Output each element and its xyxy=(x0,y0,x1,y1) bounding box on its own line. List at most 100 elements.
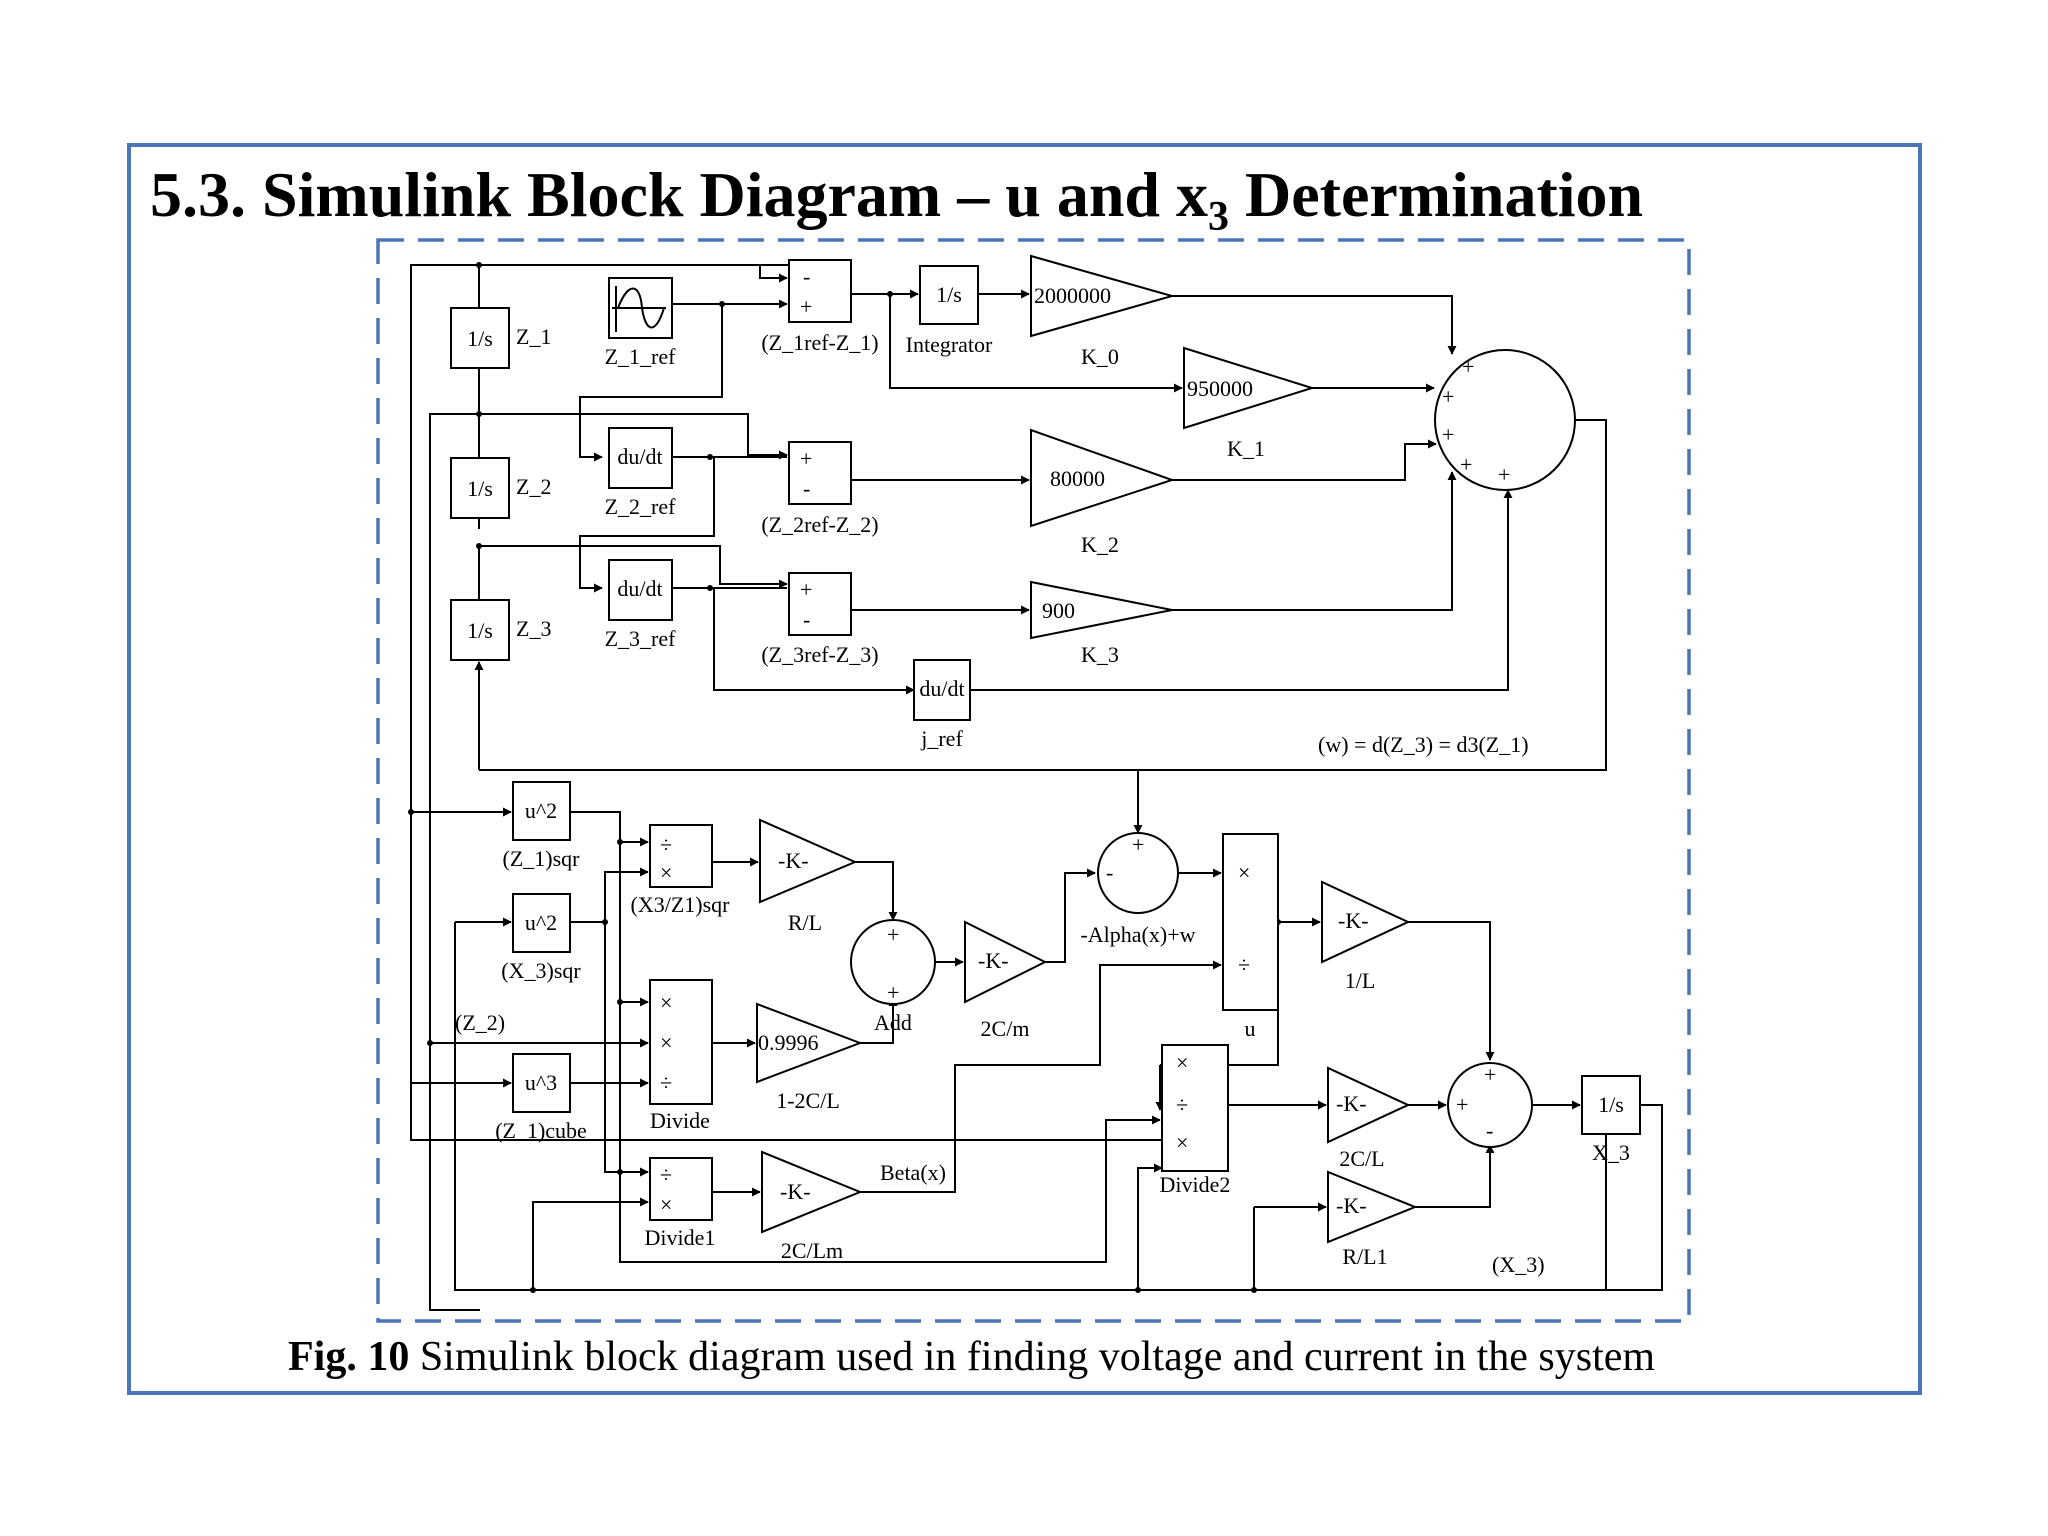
gain-k1-block[interactable] xyxy=(1183,346,1316,430)
u-divider-sym1: × xyxy=(1238,860,1250,885)
div-x3z1-block[interactable] xyxy=(649,824,713,888)
slide-frame xyxy=(127,143,1922,1395)
gain-k3-block[interactable] xyxy=(1030,580,1173,640)
slide-title-tail: Determination xyxy=(1229,159,1644,230)
figure-caption: Fig. 10 Simulink block diagram used in f… xyxy=(288,1330,1655,1384)
sub3-block[interactable] xyxy=(788,572,852,636)
gain-k0-block[interactable] xyxy=(1030,254,1176,338)
gain-2cm-text: -K- xyxy=(978,948,1009,973)
gain-rl-block[interactable] xyxy=(759,818,858,904)
sub1-label: (Z_1ref-Z_1) xyxy=(761,330,878,355)
div-x3z1-label: (X3/Z1)sqr xyxy=(631,892,731,917)
sqr-z1-label: (Z_1)sqr xyxy=(503,846,581,871)
int-x3-block[interactable] xyxy=(1581,1075,1641,1135)
figure-caption-label: Fig. 10 xyxy=(288,1334,410,1380)
sqr-z1-block[interactable] xyxy=(512,781,571,841)
deriv-z3-block[interactable] xyxy=(608,559,673,621)
int-x3-label: X_3 xyxy=(1592,1140,1630,1165)
integrator-block[interactable] xyxy=(919,265,979,325)
divide1-block[interactable] xyxy=(649,1157,713,1221)
divide2-sym1: × xyxy=(1176,1050,1188,1075)
gain-rl-label: R/L xyxy=(788,910,822,935)
slide-title-subscript: 3 xyxy=(1208,193,1229,240)
gain-0996-block[interactable] xyxy=(756,1002,863,1084)
int-z3-block[interactable] xyxy=(450,599,510,661)
deriv-j-block[interactable] xyxy=(913,659,971,721)
int-x3-text: 1/s xyxy=(1598,1092,1624,1117)
sub3-sign-bottom: - xyxy=(803,607,810,632)
divide-block[interactable] xyxy=(649,979,713,1105)
add-sign2: + xyxy=(887,980,899,1005)
alpha-sum-block[interactable] xyxy=(1097,832,1179,914)
alpha-sum-label: -Alpha(x)+w xyxy=(1080,922,1195,947)
sub2-block[interactable] xyxy=(788,441,852,505)
deriv-z2-block[interactable] xyxy=(608,427,673,489)
main-sum-sign-5: + xyxy=(1498,462,1510,487)
sub1-sign-top: - xyxy=(803,264,810,289)
int-z1-block[interactable] xyxy=(450,307,510,369)
gain-2cl-label: 2C/L xyxy=(1339,1146,1384,1171)
beta-label: Beta(x) xyxy=(880,1160,946,1185)
gain-2cl-block[interactable] xyxy=(1327,1066,1411,1144)
x3-sum-sign-left: + xyxy=(1456,1092,1468,1117)
add-label: Add xyxy=(874,1010,912,1035)
u-divider-sym2: ÷ xyxy=(1238,952,1250,977)
gain-k0-text: 2000000 xyxy=(1034,283,1111,308)
gain-rl-text: -K- xyxy=(778,848,809,873)
integrator-label: Integrator xyxy=(906,332,993,357)
main-sum-block[interactable] xyxy=(1434,349,1576,491)
cube-z1-block[interactable] xyxy=(512,1053,571,1113)
divide-sym1: × xyxy=(660,990,672,1015)
int-z1-text: 1/s xyxy=(467,326,493,351)
main-sum-sign-1: + xyxy=(1462,354,1474,379)
add-block[interactable] xyxy=(850,919,936,1005)
sine-label: Z_1_ref xyxy=(605,344,677,369)
int-z2-block[interactable] xyxy=(450,457,510,519)
sub1-block[interactable] xyxy=(788,259,852,323)
int-z3-text: 1/s xyxy=(467,618,493,643)
sqr-z1-text: u^2 xyxy=(525,798,557,823)
divide-sym3: ÷ xyxy=(660,1070,672,1095)
gain-2clm-block[interactable] xyxy=(761,1150,863,1234)
deriv-z2-label: Z_2_ref xyxy=(605,494,677,519)
gain-2clm-text: -K- xyxy=(780,1179,811,1204)
sqr-x3-text: u^2 xyxy=(525,910,557,935)
add-sign1: + xyxy=(887,922,899,947)
gain-k1-label: K_1 xyxy=(1227,436,1265,461)
sine-wave-icon xyxy=(612,286,666,332)
int-z1-label: Z_1 xyxy=(516,324,551,349)
gain-2cm-label: 2C/m xyxy=(981,1016,1030,1041)
x3-tag: (X_3) xyxy=(1492,1252,1545,1277)
gain-k2-block[interactable] xyxy=(1030,428,1176,528)
int-z2-text: 1/s xyxy=(467,476,493,501)
x3-sum-block[interactable] xyxy=(1447,1062,1533,1148)
gain-0996-text: 0.9996 xyxy=(758,1030,819,1055)
gain-rl1-block[interactable] xyxy=(1327,1170,1418,1244)
u-divider-block[interactable] xyxy=(1222,833,1279,1011)
gain-2cl-text: -K- xyxy=(1336,1091,1367,1116)
main-sum-sign-4: + xyxy=(1460,452,1472,477)
divide1-sym2: × xyxy=(660,1192,672,1217)
slide-title: 5.3. Simulink Block Diagram – u and x3 D… xyxy=(150,158,1643,254)
div-x3z1-sym2: × xyxy=(660,860,672,885)
sub3-sign-top: + xyxy=(800,577,812,602)
divide-sym2: × xyxy=(660,1030,672,1055)
gain-k3-label: K_3 xyxy=(1081,642,1119,667)
diagram-dashed-border xyxy=(376,238,1691,1323)
deriv-z3-label: Z_3_ref xyxy=(605,626,677,651)
div-x3z1-sym1: ÷ xyxy=(660,832,672,857)
sqr-x3-label: (X_3)sqr xyxy=(501,958,581,983)
divide1-sym1: ÷ xyxy=(660,1162,672,1187)
sqr-x3-block[interactable] xyxy=(512,893,571,953)
divide2-sym2: ÷ xyxy=(1176,1092,1188,1117)
integrator-text: 1/s xyxy=(936,282,962,307)
gain-1l-block[interactable] xyxy=(1321,880,1411,964)
w-label: (w) = d(Z_3) = d3(Z_1) xyxy=(1318,732,1529,757)
gain-1l-label: 1/L xyxy=(1345,968,1376,993)
divide2-block[interactable] xyxy=(1161,1044,1229,1172)
cube-z1-label: (Z_1)cube xyxy=(495,1118,587,1143)
gain-2cm-block[interactable] xyxy=(964,920,1048,1004)
cube-z1-text: u^3 xyxy=(525,1070,557,1095)
deriv-j-label: j_ref xyxy=(920,726,963,751)
